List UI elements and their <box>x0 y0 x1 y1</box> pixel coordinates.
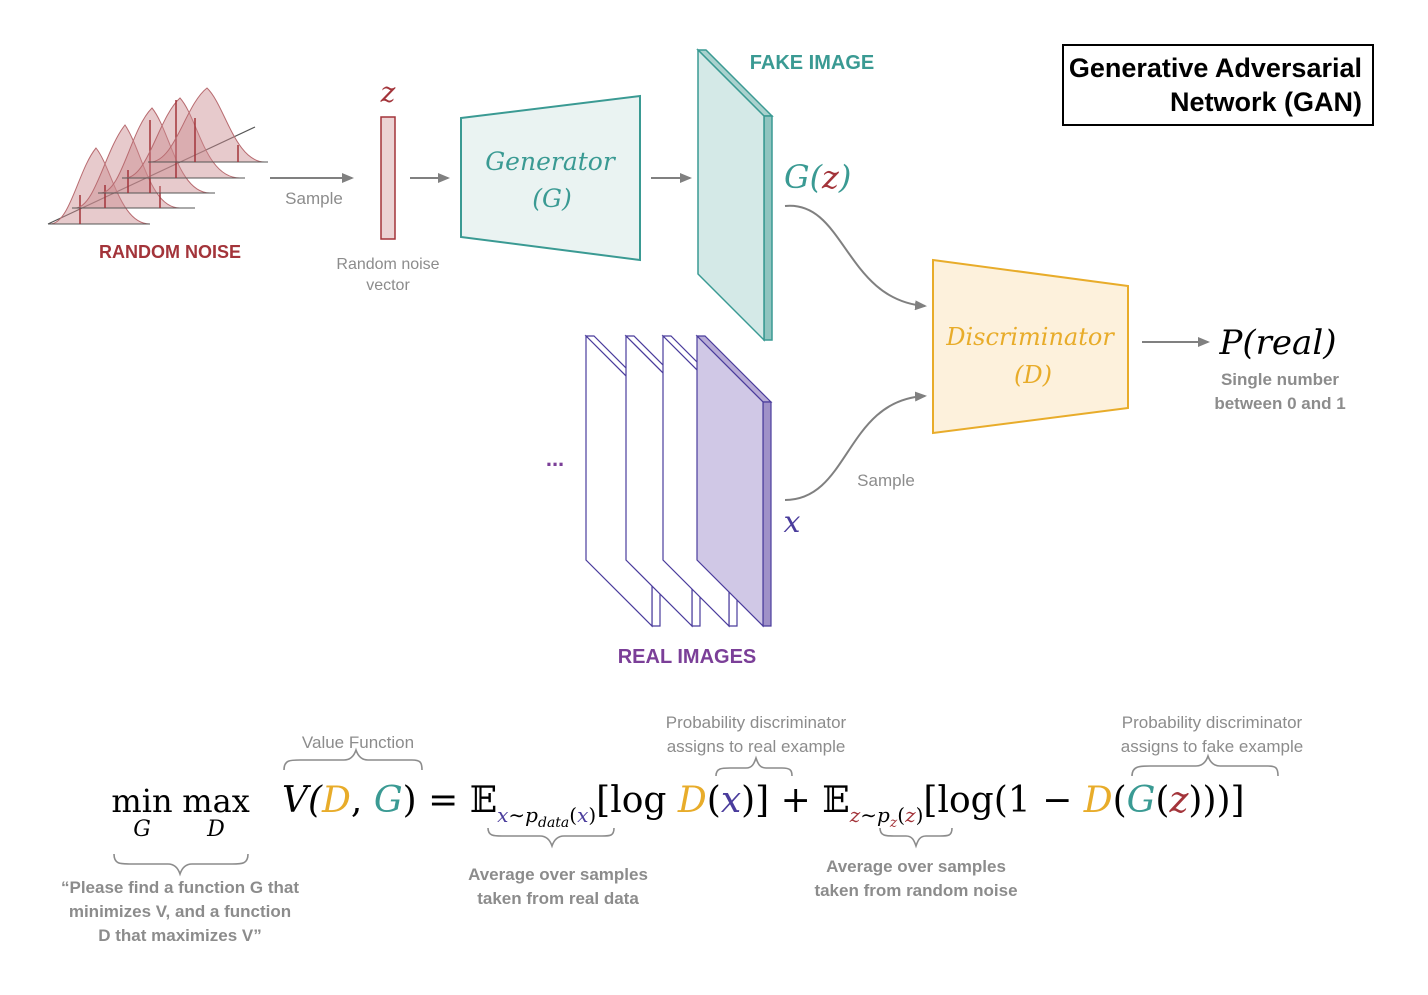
fake-output-G: G( <box>784 158 824 196</box>
eq-e1-x: x <box>497 803 508 827</box>
eq-close: ) <box>403 780 417 821</box>
noise-curve-3 <box>98 107 215 194</box>
eq-main: V(D, G) = 𝔼x∼pdata(x)[log D(x)] + 𝔼z∼pz(… <box>282 780 1245 831</box>
real-images-ellipsis: ... <box>546 446 564 471</box>
prob-fake-line1: Probability discriminator <box>1122 713 1303 732</box>
noise-curve-5 <box>148 87 268 163</box>
output-caption-line2: between 0 and 1 <box>1214 394 1345 413</box>
noise-sample-label: Sample <box>285 189 343 208</box>
minmax-note-line3: D that maximizes V” <box>98 926 261 945</box>
avg-real-line1: Average over samples <box>468 865 648 884</box>
fake-output-z: z <box>821 158 840 196</box>
eq-term2-p2: ( <box>1155 780 1169 821</box>
fake-image-slab <box>696 48 774 342</box>
eq-min: min <box>111 782 172 820</box>
z-vector-bar <box>380 116 396 240</box>
discriminator-block <box>932 258 1129 435</box>
real-x-symbol: x <box>784 505 801 540</box>
minmax-brace <box>113 853 249 877</box>
eq-term1-close: )] <box>741 780 769 821</box>
avg-noise-line1: Average over samples <box>826 857 1006 876</box>
z-caption-line2: vector <box>366 277 410 294</box>
eq-term2-z: z <box>1168 780 1189 821</box>
title-line1: Generative Adversarial <box>1068 53 1362 83</box>
eq-e2-sim: ∼p <box>860 803 890 827</box>
eq-e2-z: z <box>849 803 861 827</box>
random-noise-distributions <box>47 87 268 225</box>
fake-image-label: FAKE IMAGE <box>750 52 874 74</box>
prob-real-line2: assigns to real example <box>667 737 846 756</box>
eq-term1-D: D <box>677 780 707 821</box>
random-noise-label: RANDOM NOISE <box>99 242 241 262</box>
noise-curve-4 <box>122 97 245 179</box>
eq-e1-paren-open: ( <box>569 803 577 827</box>
value-function-label: Value Function <box>302 733 414 752</box>
generator-block <box>460 94 641 262</box>
minimax-equation: min G max D V(D, G) = 𝔼x∼pdata(x)[log D(… <box>111 780 1244 842</box>
eq-plus: + <box>769 780 822 821</box>
eq-D: D <box>321 780 351 821</box>
title-box: Generative Adversarial Network (GAN) <box>1062 44 1374 126</box>
prob-fake-brace <box>1131 753 1279 777</box>
z-caption-line1: Random noise <box>336 256 439 273</box>
discriminator-name: Discriminator <box>945 323 1115 351</box>
eq-e2-z2: z <box>904 803 916 827</box>
real-image-slab-4 <box>695 334 773 628</box>
eq-term1-paren: ( <box>707 780 721 821</box>
generator-symbol: (G) <box>532 184 571 213</box>
output-probability: P(real) <box>1219 323 1337 363</box>
eq-e2-paren-open: ( <box>897 803 905 827</box>
prob-fake-line2: assigns to fake example <box>1121 737 1303 756</box>
real-images-stack <box>584 334 773 628</box>
eq-comma: , <box>351 780 374 821</box>
avg-noise-brace <box>879 827 953 849</box>
output-caption-line1: Single number <box>1221 370 1339 389</box>
prob-real-brace <box>715 755 793 777</box>
discriminator-symbol: (D) <box>1014 361 1052 389</box>
eq-term2-D: D <box>1083 780 1113 821</box>
eq-e2-sub: z <box>889 815 898 831</box>
title-line2: Network (GAN) <box>1169 87 1362 117</box>
prob-real-line1: Probability discriminator <box>666 713 847 732</box>
eq-max-sub: D <box>206 817 225 842</box>
eq-e1-sub: data <box>538 815 569 831</box>
eq-min-sub: G <box>133 817 151 842</box>
eq-term2-open: [log(1 − <box>923 780 1083 821</box>
avg-real-line2: taken from real data <box>477 889 639 908</box>
z-symbol: z <box>380 76 396 109</box>
avg-noise-line2: taken from random noise <box>814 881 1017 900</box>
noise-curve-1 <box>48 147 151 225</box>
eq-expectation-2: 𝔼 <box>822 780 849 821</box>
eq-equals: = <box>417 780 470 821</box>
eq-e2-paren-close: ) <box>916 803 924 827</box>
avg-real-brace <box>487 827 615 849</box>
fake-to-discriminator-arrow <box>784 204 927 311</box>
eq-value-fn: V( <box>282 780 323 821</box>
fake-output-symbol: G(z) <box>784 158 851 196</box>
real-sample-label: Sample <box>857 471 915 490</box>
eq-e1-paren-close: ) <box>588 803 596 827</box>
eq-expectation-1: 𝔼 <box>470 780 497 821</box>
eq-term1-x: x <box>721 780 741 821</box>
generator-name: Generator <box>485 147 617 176</box>
eq-term1-open: [log <box>596 780 678 821</box>
fake-output-close: ) <box>838 158 851 196</box>
eq-max: max <box>182 782 249 820</box>
minmax-note-line2: minimizes V, and a function <box>69 902 291 921</box>
eq-term2-close: )))] <box>1188 780 1244 821</box>
eq-e1-x2: x <box>577 803 588 827</box>
eq-term2-p1: ( <box>1113 780 1127 821</box>
minmax-note-line1: “Please find a function G that <box>61 878 299 897</box>
eq-term2-G: G <box>1127 780 1156 821</box>
eq-e1-sim: ∼p <box>508 803 538 827</box>
real-to-discriminator-arrow <box>784 391 927 501</box>
real-images-label: REAL IMAGES <box>618 646 757 668</box>
value-function-brace <box>283 747 423 771</box>
eq-G: G <box>374 780 403 821</box>
noise-curve-2 <box>72 124 195 209</box>
